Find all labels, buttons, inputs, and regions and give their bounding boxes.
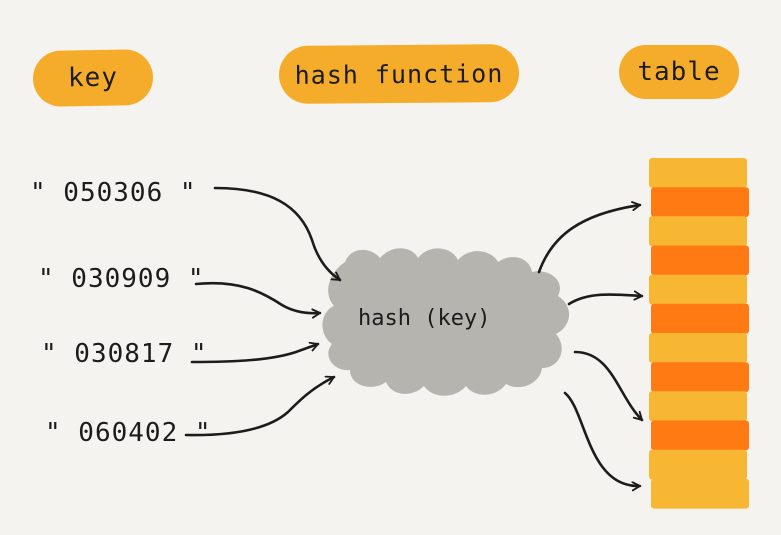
hash-function-header-label: hash function [294, 58, 504, 90]
hash-function-cloud [322, 248, 570, 396]
hash-function-label: hash (key) [358, 306, 491, 331]
table-slot [651, 245, 749, 276]
hash-table [649, 158, 749, 509]
table-slot [649, 158, 747, 188]
table-slot [649, 216, 747, 247]
hash-function-header: hash function [278, 43, 520, 105]
arrow-key-0 [213, 186, 342, 282]
arrow-key-1 [194, 281, 322, 313]
table-slot [651, 362, 749, 392]
key-arrows [184, 186, 342, 437]
key-item: " 030817 " [41, 339, 208, 369]
table-slot [649, 333, 747, 363]
key-header: key [32, 48, 154, 108]
table-header: table [619, 45, 739, 99]
table-slot [651, 303, 749, 334]
table-slot [651, 187, 749, 217]
key-item: " 060402 " [45, 418, 212, 448]
table-header-label: table [637, 57, 721, 87]
arrow-key-2 [190, 344, 320, 364]
table-slot [651, 420, 749, 451]
table-slot [649, 274, 747, 305]
table-slot [651, 478, 749, 509]
arrow-out-3 [563, 391, 642, 486]
arrow-out-2 [573, 350, 644, 422]
table-arrows [537, 205, 644, 486]
key-header-label: key [67, 62, 119, 94]
key-item: " 050306 " [30, 178, 197, 208]
table-slot [649, 449, 747, 480]
arrow-key-3 [184, 375, 336, 437]
table-slot [649, 391, 747, 422]
arrow-out-1 [567, 294, 644, 306]
key-item: " 030909 " [38, 264, 205, 294]
arrow-out-0 [537, 205, 642, 274]
